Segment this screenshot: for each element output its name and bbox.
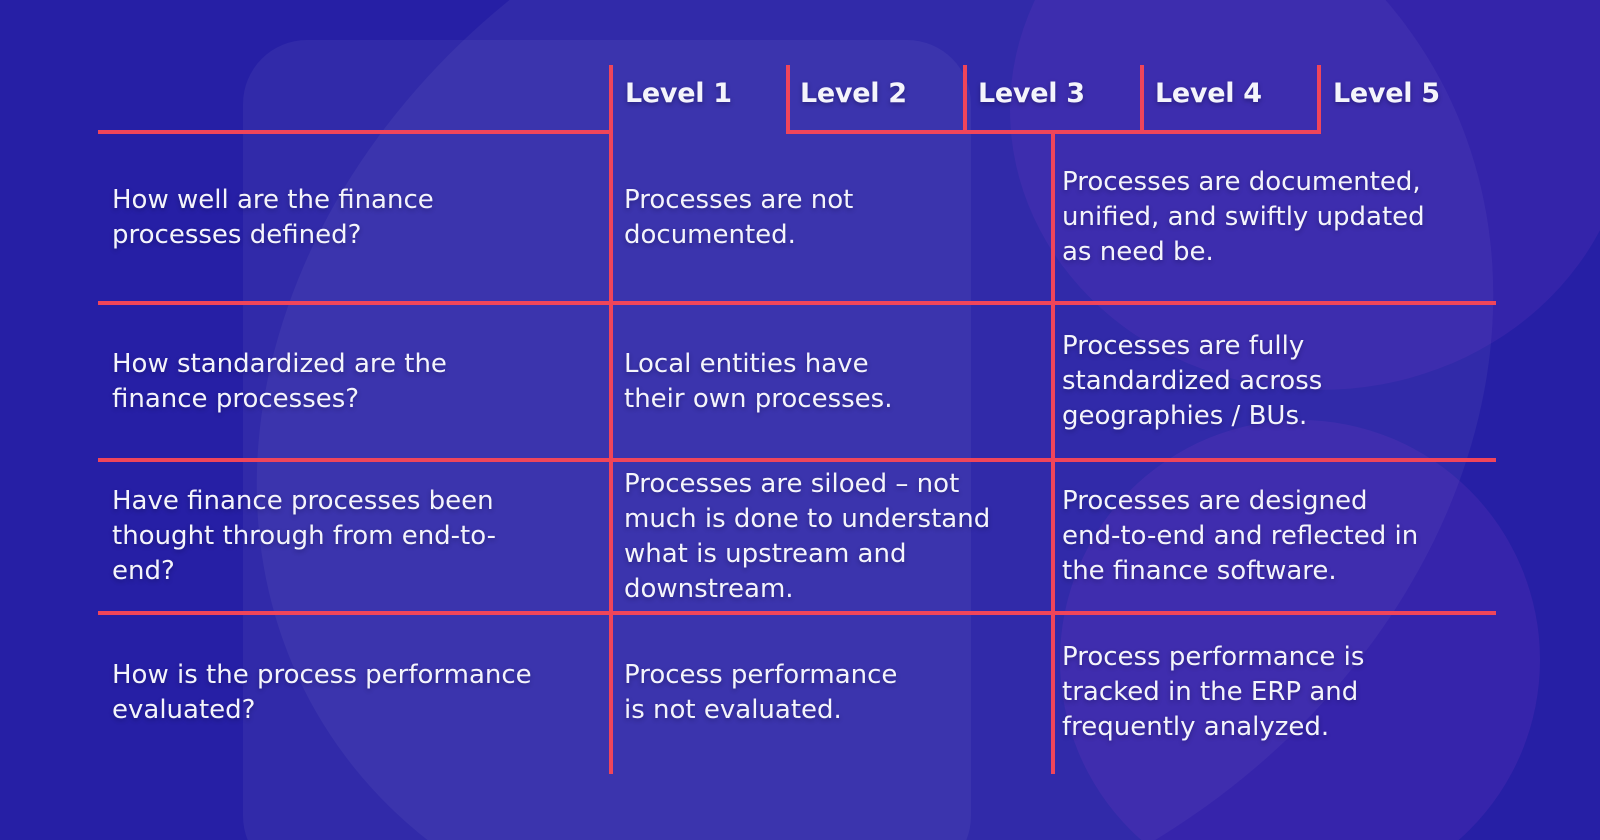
level5-tick-line [1317, 65, 1321, 134]
level1-cell-row3: Processes are siloed – not much is done … [624, 468, 991, 604]
level5-cell-row1: Processes are documented, unified, and s… [1062, 167, 1425, 267]
level5-cell-row2: Processes are fully standardized across … [1062, 331, 1323, 431]
level2-tick-line [786, 65, 790, 134]
level1-cell-row1: Processes are not documented. [624, 184, 854, 250]
level1-cell-row2: Local entities have their own processes. [624, 348, 893, 414]
row-divider-line-3 [98, 611, 1496, 615]
question-cell-row4: How is the process performance evaluated… [112, 659, 532, 725]
row-divider-line-1 [98, 301, 1496, 305]
row-divider-line-2 [98, 458, 1496, 462]
column-divider-line-level5 [1051, 130, 1055, 774]
level5-cell-row3: Processes are designed end-to-end and re… [1062, 486, 1419, 586]
level-1-header: Level 1 [625, 77, 732, 109]
level-2-header: Level 2 [800, 77, 907, 109]
question-cell-row1: How well are the finance processes defin… [112, 184, 434, 250]
level-4-header: Level 4 [1155, 77, 1262, 109]
level4-tick-line [1140, 65, 1144, 134]
question-cell-row3: Have finance processes been thought thro… [112, 486, 497, 586]
level-5-header: Level 5 [1333, 77, 1440, 109]
level-3-header: Level 3 [978, 77, 1085, 109]
question-cell-row2: How standardized are the finance process… [112, 348, 447, 414]
level5-cell-row4: Process performance is tracked in the ER… [1062, 642, 1365, 742]
level3-tick-line [963, 65, 967, 134]
level1-cell-row4: Process performance is not evaluated. [624, 659, 898, 725]
column-divider-line-level1 [609, 65, 613, 774]
header-row-divider-line [98, 130, 613, 134]
